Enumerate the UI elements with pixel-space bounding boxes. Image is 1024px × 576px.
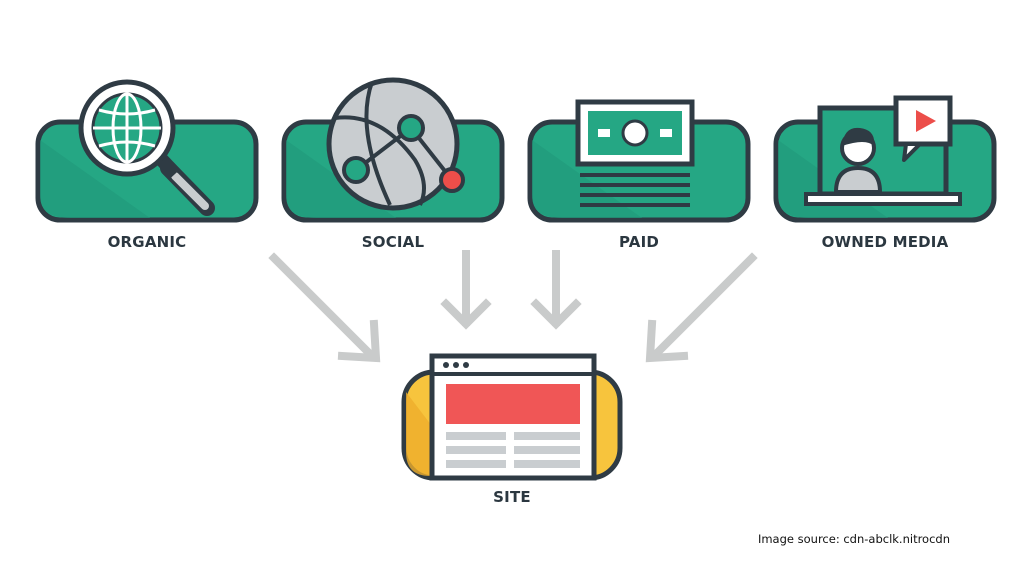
- arrow-paid-to-site: [530, 250, 582, 330]
- organic-label: ORGANIC: [107, 233, 187, 251]
- magnifier-globe-icon: [78, 79, 215, 216]
- social-label: SOCIAL: [361, 233, 425, 251]
- banknote-icon: [575, 99, 695, 207]
- arrow-owned-media-to-site: [645, 252, 758, 363]
- arrow-social-to-site: [440, 250, 492, 330]
- paid-label: PAID: [618, 233, 660, 251]
- social-network-globe-icon: [326, 77, 465, 211]
- video-presenter-icon: [804, 95, 962, 206]
- arrow-organic-to-site: [268, 252, 381, 363]
- owned-media-label: OWNED MEDIA: [821, 233, 949, 251]
- image-source-credit: Image source: cdn-abclk.nitrocdn: [757, 532, 950, 546]
- browser-window-icon: [429, 353, 597, 481]
- site-label: SITE: [493, 488, 531, 506]
